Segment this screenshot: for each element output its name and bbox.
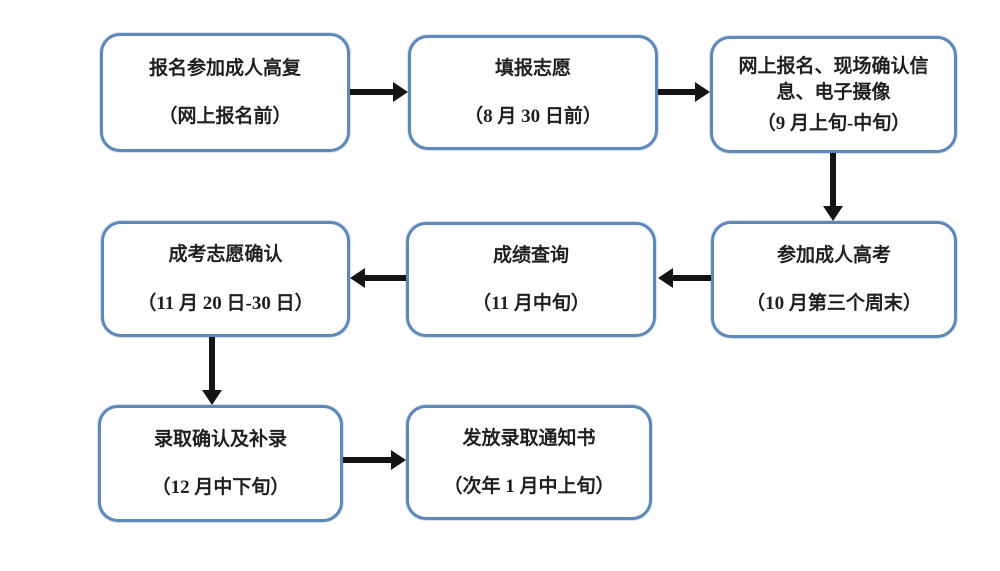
arrow-confirm-to-admission-icon bbox=[202, 337, 222, 405]
node-score: 成绩查询 （11 月中旬） bbox=[406, 222, 656, 337]
arrow-apply-to-register-icon bbox=[658, 82, 710, 102]
node-exam-title: 参加成人高考 bbox=[776, 244, 891, 266]
node-confirm-date: （11 月 20 日-30 日） bbox=[137, 292, 314, 314]
node-signup-date: （网上报名前） bbox=[158, 106, 292, 128]
node-admission-title: 录取确认及补录 bbox=[153, 428, 287, 450]
node-exam: 参加成人高考 （10 月第三个周末） bbox=[711, 221, 957, 338]
arrow-exam-to-score-icon bbox=[658, 268, 711, 288]
arrow-score-to-confirm-icon bbox=[350, 268, 406, 288]
node-exam-date: （10 月第三个周末） bbox=[746, 293, 922, 315]
node-register: 网上报名、现场确认信息、电子摄像 （9 月上旬-中旬） bbox=[710, 36, 957, 153]
node-confirm: 成考志愿确认 （11 月 20 日-30 日） bbox=[101, 221, 350, 337]
node-signup: 报名参加成人高复 （网上报名前） bbox=[100, 33, 350, 152]
node-admission: 录取确认及补录 （12 月中下旬） bbox=[98, 405, 343, 522]
node-register-date: （9 月上旬-中旬） bbox=[756, 112, 911, 134]
node-score-title: 成绩查询 bbox=[492, 244, 569, 266]
arrow-signup-to-apply-icon bbox=[350, 82, 408, 102]
arrow-register-to-exam-icon bbox=[823, 153, 843, 221]
node-apply: 填报志愿 （8 月 30 日前） bbox=[408, 35, 658, 150]
arrow-admission-to-notice-icon bbox=[343, 450, 406, 470]
node-notice-date: （次年 1 月中上旬） bbox=[443, 476, 615, 498]
node-notice: 发放录取通知书 （次年 1 月中上旬） bbox=[406, 405, 652, 520]
node-score-date: （11 月中旬） bbox=[472, 293, 590, 315]
node-signup-title: 报名参加成人高复 bbox=[148, 57, 301, 79]
node-apply-date: （8 月 30 日前） bbox=[464, 106, 602, 128]
node-confirm-title: 成考志愿确认 bbox=[168, 244, 283, 266]
node-admission-date: （12 月中下旬） bbox=[151, 477, 290, 499]
node-register-title: 网上报名、现场确认信息、电子摄像 bbox=[738, 55, 929, 104]
node-apply-title: 填报志愿 bbox=[494, 57, 571, 79]
node-notice-title: 发放录取通知书 bbox=[462, 427, 596, 449]
